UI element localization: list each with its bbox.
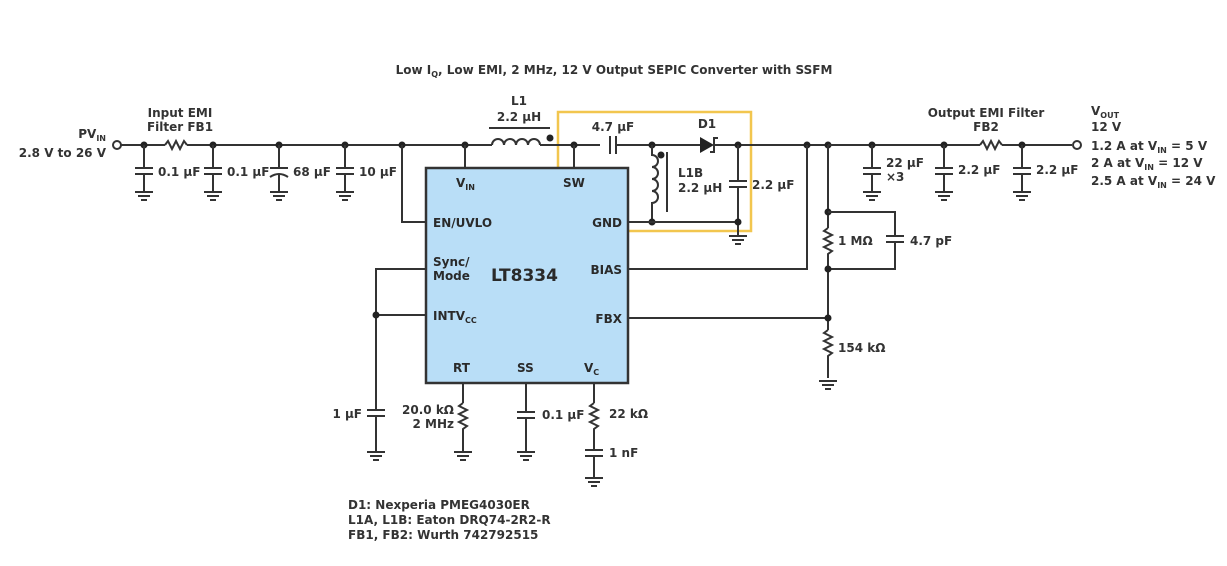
input-range: 2.8 V to 26 V xyxy=(19,146,107,160)
output-cap-1 xyxy=(934,141,954,201)
schematic-title: Low IQ, Low EMI, 2 MHz, 12 V Output SEPI… xyxy=(396,63,833,79)
ic-part-number: LT8334 xyxy=(491,266,558,286)
feedback-network xyxy=(627,145,904,390)
l1-value: 2.2 µH xyxy=(497,110,541,124)
inductor-l1b xyxy=(651,145,668,222)
coupling-cap-label: 4.7 µF xyxy=(592,120,634,134)
pin-fbx: FBX xyxy=(595,312,622,326)
r-top-label: 1 MΩ xyxy=(838,234,873,248)
input-cap-1 xyxy=(134,141,154,201)
input-name: PVIN xyxy=(78,127,106,143)
pin-vc: VC xyxy=(584,361,599,377)
output-terminal xyxy=(1072,140,1082,150)
pin-rt: RT xyxy=(453,361,471,375)
output-cap-1-label: 2.2 µF xyxy=(958,163,1000,177)
input-cap-2 xyxy=(203,141,223,201)
input-cap-3-label: 68 µF xyxy=(293,165,331,179)
c-intvcc-label: 1 µF xyxy=(332,407,362,421)
sepic-output-capacitor xyxy=(728,141,748,245)
diode-label: D1 xyxy=(698,117,716,131)
input-cap-4 xyxy=(335,141,355,201)
output-rating-1: 1.2 A at VIN = 5 V xyxy=(1091,139,1208,155)
output-filter-line2: FB2 xyxy=(973,120,999,134)
pin-sw: SW xyxy=(563,176,585,190)
output-rating-2: 2 A at VIN = 12 V xyxy=(1091,156,1203,172)
r-bottom-label: 154 kΩ xyxy=(838,341,885,355)
inductor-l1 xyxy=(489,127,600,146)
rt-resistor xyxy=(453,383,473,461)
pin-vin: VIN xyxy=(456,176,475,192)
bom-line-1: D1: Nexperia PMEG4030ER xyxy=(348,498,530,512)
output-cap-2-label: 2.2 µF xyxy=(1036,163,1078,177)
bom-line-3: FB1, FB2: Wurth 742792515 xyxy=(348,528,538,542)
c-ff-label: 4.7 pF xyxy=(910,234,952,248)
output-cap-2 xyxy=(1012,141,1032,201)
output-name: VOUT xyxy=(1091,104,1120,120)
input-rail xyxy=(121,138,492,152)
vc-compensation xyxy=(584,383,604,487)
snubber-cap-label: 2.2 µF xyxy=(752,178,794,192)
input-cap-4-label: 10 µF xyxy=(359,165,397,179)
output-bulk-label: 22 µF xyxy=(886,156,924,170)
input-cap-2-label: 0.1 µF xyxy=(227,165,269,179)
input-cap-1-label: 0.1 µF xyxy=(158,165,200,179)
output-bulk-mult: ×3 xyxy=(886,170,904,184)
r-vc-label: 22 kΩ xyxy=(609,407,648,421)
r-rt-label-1: 20.0 kΩ xyxy=(402,403,454,417)
output-voltage: 12 V xyxy=(1091,120,1122,134)
pin-sync-2: Mode xyxy=(433,269,470,283)
output-rating-3: 2.5 A at VIN = 24 V xyxy=(1091,174,1216,190)
pin-sync-1: Sync/ xyxy=(433,255,470,269)
output-cap-bulk xyxy=(862,141,882,201)
coupling-capacitor xyxy=(609,136,700,154)
l1b-name: L1B xyxy=(678,166,703,180)
pin-ss: SS xyxy=(517,361,534,375)
bias-wire xyxy=(627,145,808,270)
c-ss-label: 0.1 µF xyxy=(542,408,584,422)
r-rt-label-2: 2 MHz xyxy=(413,417,455,431)
intvcc-wiring xyxy=(366,268,427,461)
diode-d1 xyxy=(700,137,830,153)
input-filter-line2: Filter FB1 xyxy=(147,120,213,134)
pin-bias: BIAS xyxy=(590,263,622,277)
l1-name: L1 xyxy=(511,94,527,108)
en-uvlo-wire xyxy=(401,145,427,223)
input-terminal xyxy=(112,140,122,150)
bom-line-2: L1A, L1B: Eaton DRQ74-2R2-R xyxy=(348,513,551,527)
c-vc-label: 1 nF xyxy=(609,446,638,460)
ic-lt8334 xyxy=(424,166,630,385)
pin-intvcc: INTVCC xyxy=(433,309,477,325)
l1b-value: 2.2 µH xyxy=(678,181,722,195)
pin-gnd: GND xyxy=(592,216,622,230)
pin-en-uvlo: EN/UVLO xyxy=(433,216,492,230)
input-cap-3 xyxy=(269,141,289,201)
input-filter-line1: Input EMI xyxy=(148,106,213,120)
ss-capacitor xyxy=(516,383,536,461)
output-filter-line1: Output EMI Filter xyxy=(928,106,1045,120)
